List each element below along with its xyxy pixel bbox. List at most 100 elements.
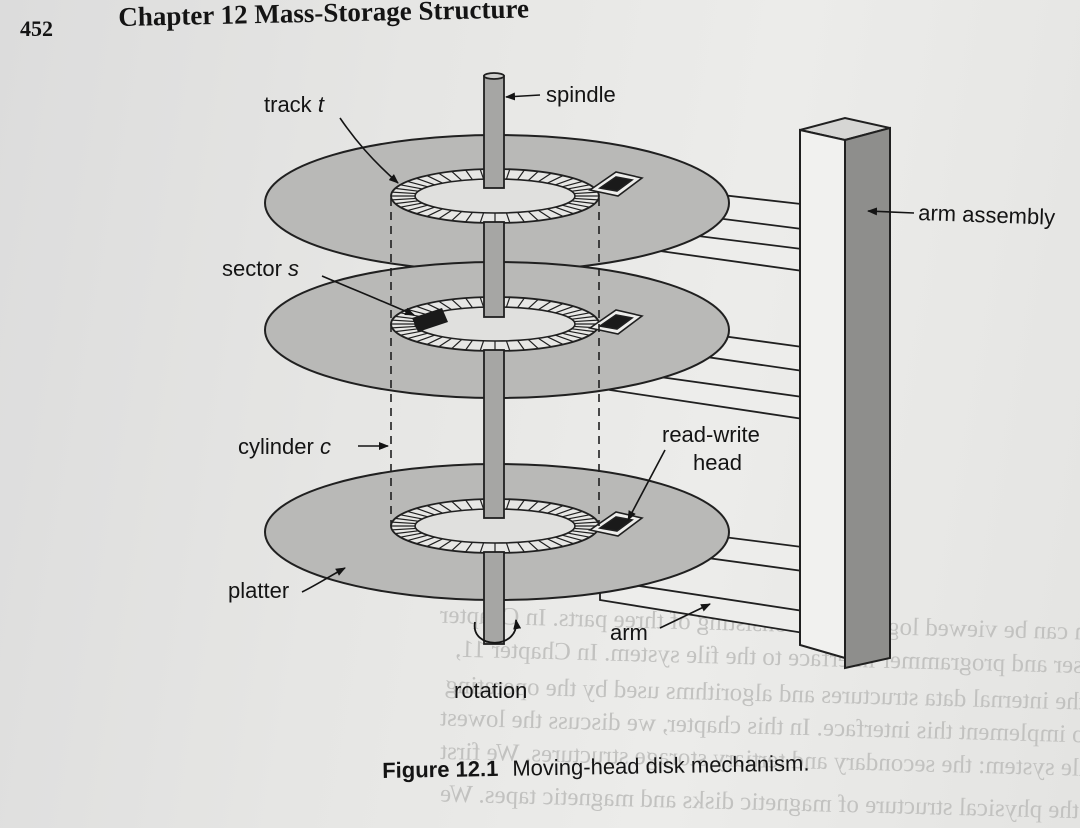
sector-divider: [479, 212, 485, 223]
sector-divider: [395, 517, 419, 522]
sector-divider: [547, 538, 564, 547]
highlighted-sector: [412, 308, 448, 332]
label-read-write-head-2: head: [693, 450, 742, 475]
sector-divider: [574, 319, 598, 323]
sector-divider: [479, 542, 485, 553]
sector-divider: [416, 507, 435, 516]
sector-divider: [438, 539, 453, 550]
sector-divider: [517, 211, 525, 223]
sector-divider: [567, 202, 590, 208]
spindle: [483, 72, 505, 645]
sector-divider: [451, 211, 463, 222]
track-sectors-bottom: [391, 499, 599, 553]
sector-divider: [547, 175, 564, 184]
sector-divider: [527, 339, 539, 350]
platter-middle: [264, 261, 730, 399]
label-arm: arm: [610, 620, 648, 645]
sector-divider: [438, 502, 453, 513]
sector-divider: [400, 532, 423, 538]
sector-divider: [479, 340, 485, 351]
sector-divider: [537, 300, 552, 311]
sector-divider: [400, 514, 423, 520]
label-rotation: rotation: [454, 678, 527, 703]
label-sector: sector s: [222, 256, 299, 281]
sector-divider: [479, 169, 485, 180]
sector-divider: [479, 297, 485, 308]
sector-divider: [517, 169, 525, 181]
sector-divider: [562, 534, 583, 542]
sector-divider: [537, 337, 552, 348]
sector-divider: [416, 206, 435, 215]
sector-divider: [479, 499, 485, 510]
sector-divider: [407, 204, 428, 212]
sector-divider: [571, 530, 595, 535]
sector-divider: [395, 187, 419, 192]
sector-divider: [537, 209, 552, 220]
sector-divider: [567, 312, 590, 318]
sector-divider: [547, 208, 564, 217]
sector-divider: [400, 202, 423, 208]
label-spindle: spindle: [546, 82, 616, 107]
sector-divider: [505, 297, 511, 308]
sector-divider: [562, 204, 583, 212]
sector-divider: [571, 328, 595, 333]
arm-assembly-column: [799, 116, 891, 670]
sector-divider: [527, 541, 539, 552]
sector-divider: [567, 514, 590, 520]
label-platter: platter: [228, 578, 289, 603]
rotation-arrow: [474, 619, 522, 644]
sector-divider: [505, 542, 511, 553]
sector-divider: [407, 510, 428, 518]
sector-divider: [407, 180, 428, 188]
sector-divider: [392, 191, 416, 195]
sector-divider: [416, 536, 435, 545]
sector-divider: [392, 527, 416, 531]
sector-divider: [505, 169, 511, 180]
sector-divider: [555, 206, 574, 215]
sector-divider: [451, 170, 463, 181]
page-number: 452: [20, 16, 53, 41]
sector-divider: [562, 510, 583, 518]
sector-divider: [438, 300, 453, 311]
sector-divider: [505, 340, 511, 351]
sector-divider: [451, 339, 463, 350]
sector-divider: [426, 175, 443, 184]
sector-divider: [438, 337, 453, 348]
sector-divider: [555, 305, 574, 314]
sector-divider: [451, 298, 463, 309]
sector-divider: [451, 500, 463, 511]
sector-divider: [537, 502, 552, 513]
sector-divider: [567, 184, 590, 190]
sector-divider: [571, 315, 595, 320]
sector-divider: [465, 211, 473, 223]
sector-divider: [571, 517, 595, 522]
sector-divider: [451, 541, 463, 552]
leader-lines: [301, 92, 915, 629]
sector-divider: [547, 303, 564, 312]
label-read-write-head-1: read-write: [662, 422, 760, 447]
sector-divider: [465, 541, 473, 553]
sector-divider: [416, 334, 435, 343]
caption-number: Figure 12.1: [382, 755, 499, 783]
sector-divider: [505, 499, 511, 510]
sector-divider: [426, 336, 443, 345]
sector-divider: [574, 521, 598, 525]
sector-divider: [465, 169, 473, 181]
sector-divider: [465, 339, 473, 351]
sector-divider: [574, 197, 598, 201]
sector-divider: [562, 308, 583, 316]
sector-divider: [438, 209, 453, 220]
sector-divider: [426, 538, 443, 547]
sector-divider: [537, 172, 552, 183]
sector-divider: [392, 325, 416, 329]
sector-divider: [465, 297, 473, 309]
sector-divider: [547, 336, 564, 345]
sector-divider: [537, 539, 552, 550]
sector-divider: [517, 499, 525, 511]
sector-divider: [505, 212, 511, 223]
sector-divider: [517, 339, 525, 351]
sector-divider: [400, 184, 423, 190]
sector-divider: [574, 191, 598, 195]
sector-divider: [571, 200, 595, 205]
